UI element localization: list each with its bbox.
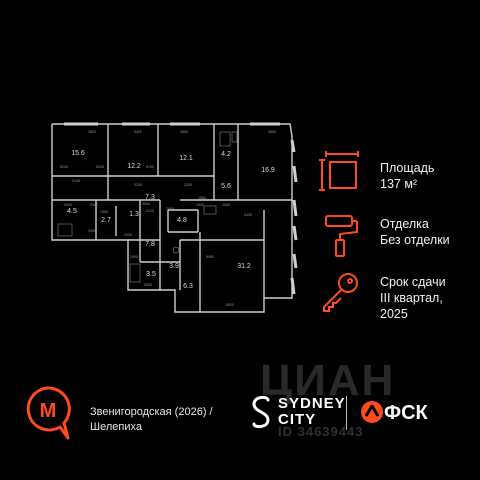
- finish-label: Отделка: [380, 217, 429, 231]
- room-labels: 15.6 12.2 12.1 4.2 16.9 5.6 7.3 4.5 2.7 …: [67, 150, 275, 290]
- dimension-labels: 1800 3400 2600 3600 5240 5240 5190 3240 …: [60, 130, 276, 307]
- dimension: 2230: [184, 183, 192, 187]
- dimension: 2400: [90, 203, 98, 207]
- dimension: 5240: [60, 165, 68, 169]
- dimension: 1800: [88, 130, 96, 134]
- dimension: 1560: [198, 196, 206, 200]
- dimension: 3240: [134, 183, 142, 187]
- metro-station: Звенигородская (2026) / Шелепиха: [90, 405, 250, 435]
- dimension: 1990: [88, 229, 96, 233]
- dimension: 9450: [206, 255, 214, 259]
- dimension: 2030: [124, 233, 132, 237]
- room-area: 3.5: [146, 271, 156, 278]
- room-area: 12.1: [179, 155, 193, 162]
- deadline-label: Срок сдачи: [380, 275, 446, 289]
- finish-text: Отделка Без отделки: [380, 216, 450, 248]
- room-area: 6.3: [183, 283, 193, 290]
- dimension: 5190: [146, 165, 154, 169]
- dimension: 2600: [180, 130, 188, 134]
- room-area: 7.3: [145, 194, 155, 201]
- metro-letter: М: [40, 400, 57, 422]
- dimension: 5240: [96, 165, 104, 169]
- room-area: 15.6: [71, 150, 85, 157]
- deadline-text: Срок сдачи III квартал, 2025: [380, 274, 446, 322]
- dimension: 5320: [226, 303, 234, 307]
- finish-value: Без отделки: [380, 233, 450, 247]
- fsk-logo-icon: [361, 401, 383, 423]
- area-text: Площадь 137 м²: [380, 160, 434, 192]
- dimension: 2130: [146, 209, 154, 213]
- project-name-line2: CITY: [278, 411, 317, 428]
- plan-windows: [64, 122, 298, 295]
- plan-outer-walls: [51, 123, 293, 313]
- dimension: 3400: [134, 130, 142, 134]
- dimension: 2000: [144, 283, 152, 287]
- room-area: 1.3: [129, 211, 139, 218]
- developer-name: ФСК: [384, 402, 428, 424]
- dimension: 2490: [130, 255, 138, 259]
- room-area: 4.5: [67, 208, 77, 215]
- dimension: 2000: [166, 207, 174, 211]
- dimension: 2030: [222, 203, 230, 207]
- dimension: 1840: [196, 203, 204, 207]
- key-icon: [323, 273, 358, 312]
- dimension: 1300: [100, 210, 108, 214]
- area-label: Площадь: [380, 161, 435, 175]
- dimension: 2140: [72, 179, 80, 183]
- room-area: 16.9: [261, 167, 275, 174]
- area-icon: [319, 151, 359, 191]
- room-area: 7.8: [145, 241, 155, 248]
- dimension: 3040: [142, 202, 150, 206]
- room-area: 2.7: [101, 217, 111, 224]
- brand-divider: [346, 396, 347, 430]
- room-area: 4.2: [221, 151, 231, 158]
- dimension: 3600: [268, 130, 276, 134]
- room-area: 3.9: [169, 263, 179, 270]
- room-area: 5.6: [221, 183, 231, 190]
- paint-roller-icon: [325, 215, 358, 257]
- metro-line1: Звенигородская (2026) /: [90, 406, 213, 418]
- deadline-value-line2: 2025: [380, 307, 408, 321]
- room-area: 4.8: [177, 217, 187, 224]
- room-area: 12.2: [127, 163, 141, 170]
- area-value: 137 м²: [380, 177, 418, 191]
- deadline-value-line1: III квартал,: [380, 291, 443, 305]
- sydney-city-logo-icon: [252, 395, 270, 429]
- project-name-line1: SYDNEY: [278, 395, 346, 412]
- sydney-city-logo: SYDNEY CITY: [278, 396, 346, 428]
- metro-icon: М: [26, 386, 71, 440]
- dimension: 2000: [64, 203, 72, 207]
- plan-fixtures: [57, 131, 238, 283]
- room-area: 31.2: [237, 263, 251, 270]
- dimension: 3430: [244, 213, 252, 217]
- metro-line2: Шелепиха: [90, 421, 142, 433]
